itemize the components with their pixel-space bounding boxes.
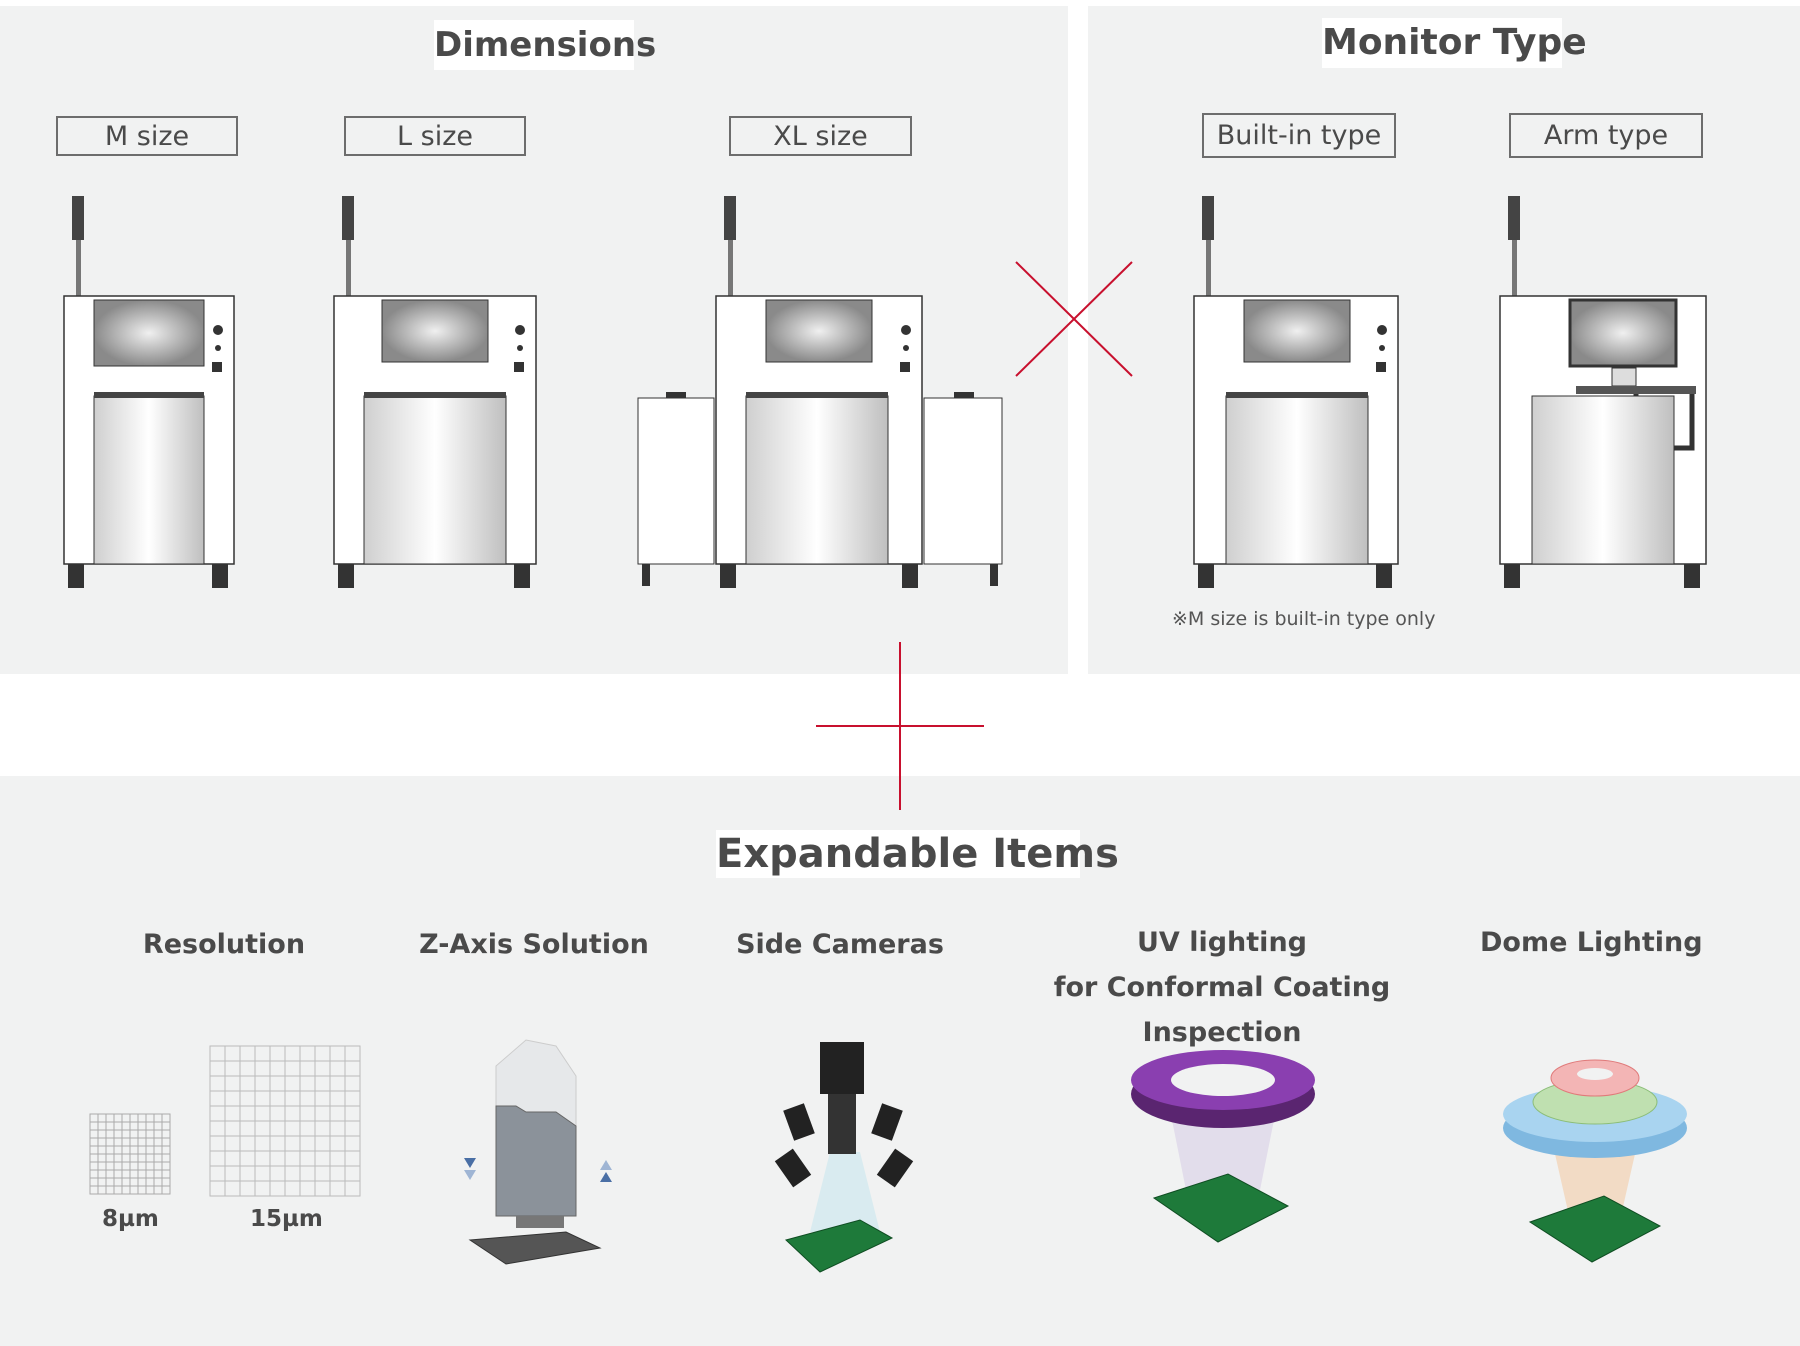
arm-type-label: Arm type: [1509, 113, 1703, 158]
machine-m-size: [63, 196, 235, 588]
m-size-label: M size: [56, 116, 238, 156]
resolution-8um-grid: [89, 1113, 171, 1195]
l-size-label: L size: [344, 116, 526, 156]
feature-side-cameras: Side Cameras: [736, 929, 944, 960]
dimensions-title: Dimensions: [434, 20, 656, 70]
dome-lighting-illustration: [1503, 1059, 1687, 1263]
machine-arm-type: [1499, 196, 1707, 588]
machine-l-size: [333, 196, 537, 588]
machine-built-in-type: [1193, 196, 1399, 588]
built-in-type-label: Built-in type: [1202, 113, 1396, 158]
xl-size-label: XL size: [729, 116, 912, 156]
feature-resolution: Resolution: [142, 929, 306, 960]
monitor-note: ※M size is built-in type only: [1172, 608, 1436, 630]
side-cameras-illustration: [774, 1042, 914, 1273]
machine-xl-size: [637, 196, 1003, 588]
expandable-items-title: Expandable Items: [716, 830, 1119, 878]
uv-lighting-illustration: [1131, 1050, 1315, 1243]
plus-symbol: [816, 642, 984, 810]
feature-uv-lighting: UV lighting for Conformal Coating Inspec…: [1053, 927, 1391, 1048]
multiply-symbol: [1015, 261, 1133, 377]
feature-dome-lighting: Dome Lighting: [1480, 927, 1703, 958]
monitor-type-title: Monitor Type: [1322, 18, 1587, 68]
resolution-15um-label: 15µm: [250, 1206, 323, 1232]
feature-z-axis-solution: Z-Axis Solution: [419, 929, 649, 960]
resolution-8um-label: 8µm: [102, 1206, 159, 1232]
z-axis-camera-illustration: [464, 1039, 612, 1265]
resolution-15um-grid: [209, 1045, 361, 1197]
